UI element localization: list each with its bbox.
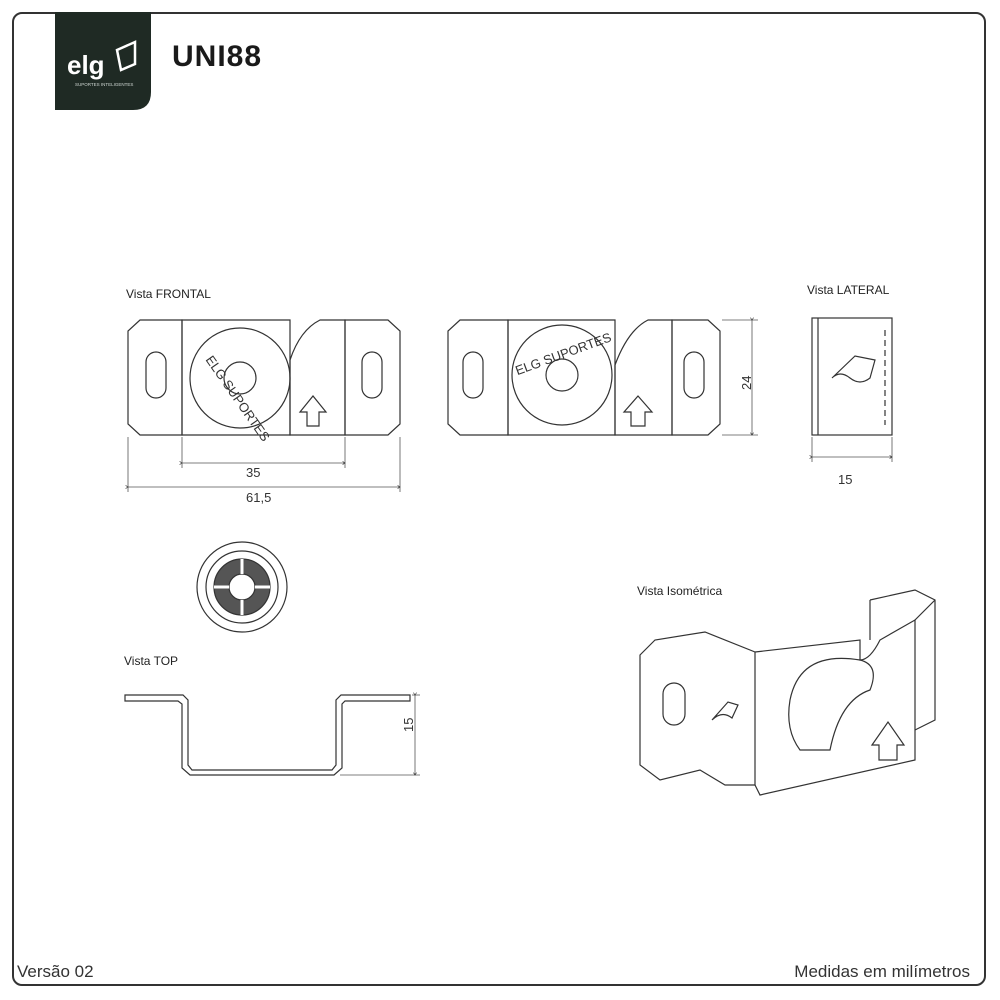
dim-height: 24 bbox=[739, 376, 754, 390]
dim-total-width: 61,5 bbox=[246, 490, 271, 505]
version-label: Versão 02 bbox=[17, 962, 94, 981]
elg-logo: elg SUPORTES INTELIGENTES bbox=[55, 12, 151, 110]
logo-subtext: SUPORTES INTELIGENTES bbox=[75, 82, 133, 87]
dim-lateral-depth: 15 bbox=[838, 472, 852, 487]
top-view-label: Vista TOP bbox=[124, 654, 179, 668]
lateral-dimension-lines bbox=[812, 437, 892, 462]
top-view-profile bbox=[124, 694, 411, 776]
washer-engraving-left: ELG SUPORTES bbox=[203, 353, 273, 445]
model-title: UNI88 bbox=[172, 40, 263, 73]
frontal-dimension-lines bbox=[128, 437, 400, 492]
logo-text: elg bbox=[67, 50, 105, 80]
drawing-frame bbox=[12, 12, 986, 986]
lateral-view-label: Vista LATERAL bbox=[807, 283, 890, 297]
frontal-view-left bbox=[127, 319, 401, 436]
dim-top-depth: 15 bbox=[401, 718, 416, 732]
lateral-view bbox=[811, 317, 893, 436]
frontal-view-label: Vista FRONTAL bbox=[126, 287, 211, 301]
height-dimension-lines bbox=[722, 320, 758, 435]
isometric-view bbox=[639, 589, 936, 796]
frontal-view-right bbox=[447, 319, 721, 436]
dim-inner-width: 35 bbox=[246, 465, 260, 480]
top-dimension-lines bbox=[340, 695, 420, 775]
washer-engraving-right: ELG SUPORTES bbox=[513, 329, 613, 378]
washer-top-view bbox=[196, 541, 288, 633]
isometric-view-label: Vista Isométrica bbox=[637, 584, 723, 598]
units-note: Medidas em milímetros bbox=[794, 962, 970, 981]
